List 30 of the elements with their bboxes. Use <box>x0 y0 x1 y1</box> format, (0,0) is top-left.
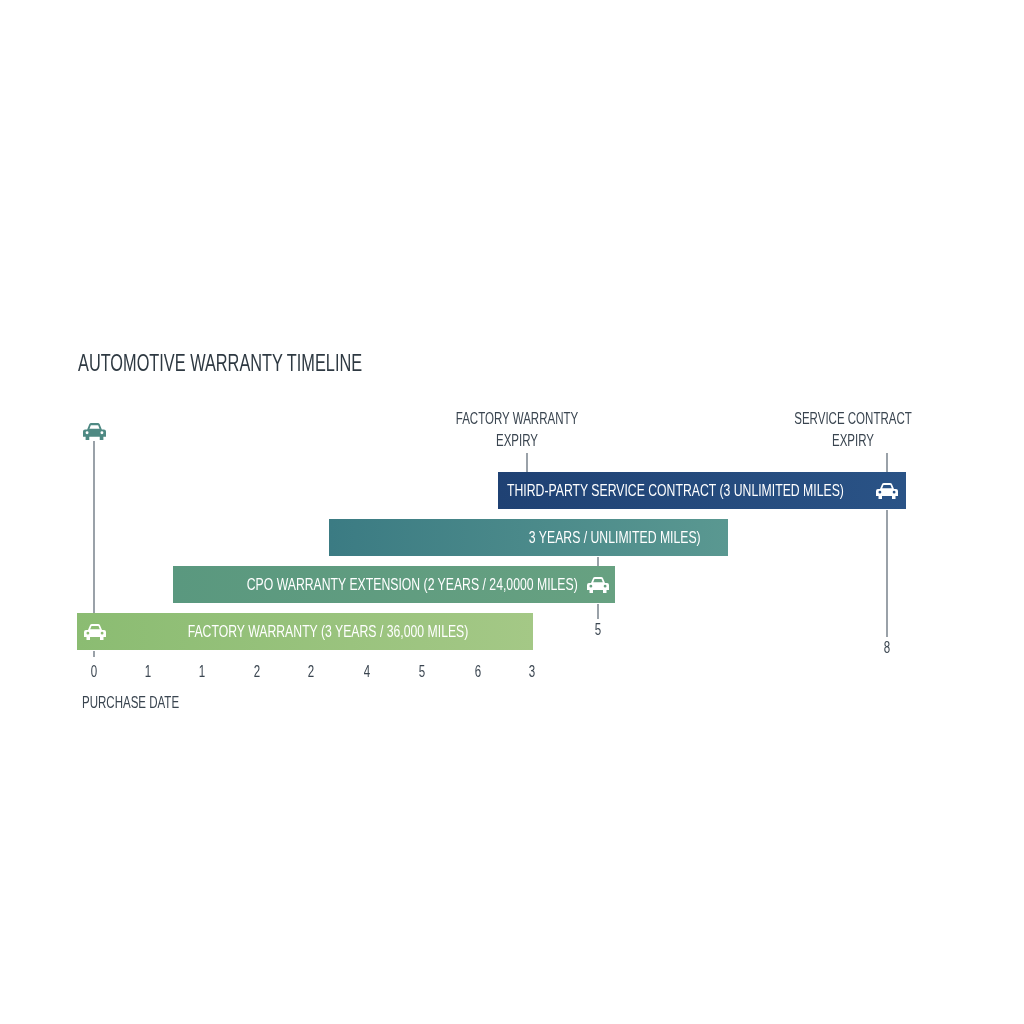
timeline-bar <box>498 472 906 509</box>
tick-label: 6 <box>474 662 482 682</box>
year-label: 5 <box>594 619 602 641</box>
year-label: 8 <box>883 637 891 659</box>
milestone-label: SERVICE CONTRACT EXPIRY <box>789 408 917 452</box>
bar-label: FACTORY WARRANTY (3 YEARS / 36,000 MILES) <box>187 621 469 643</box>
tick-label: 1 <box>198 662 206 682</box>
tick-label: 1 <box>144 662 152 682</box>
leader-line <box>597 603 599 620</box>
bar-label: CPO WARRANTY EXTENSION (2 YEARS / 24,0000 MILES) <box>246 574 578 596</box>
timeline-bar <box>329 519 728 556</box>
tick-label: 2 <box>253 662 261 682</box>
leader-line <box>93 440 95 614</box>
bar-label: 3 YEARS / UNLIMITED MILES) <box>529 527 701 549</box>
axis-caption: PURCHASE DATE <box>82 693 180 713</box>
timeline-bar <box>173 566 615 603</box>
tick-label: 2 <box>307 662 315 682</box>
tick-label: 4 <box>363 662 371 682</box>
leader-line <box>526 452 528 473</box>
leader-line <box>597 556 599 567</box>
chart-title: AUTOMOTIVE WARRANTY TIMELINE <box>78 348 363 378</box>
leader-line <box>886 452 888 473</box>
milestone-label: FACTORY WARRANTY EXPIRY <box>453 408 581 452</box>
car-icon <box>83 423 106 440</box>
timeline-bar <box>77 613 533 650</box>
bar-label: THIRD-PARTY SERVICE CONTRACT (3 UNLIMITED MILES) <box>507 480 844 502</box>
leader-line <box>886 509 888 638</box>
tick-label: 3 <box>528 662 536 682</box>
tick-label: 0 <box>90 662 98 682</box>
tick-label: 5 <box>418 662 426 682</box>
